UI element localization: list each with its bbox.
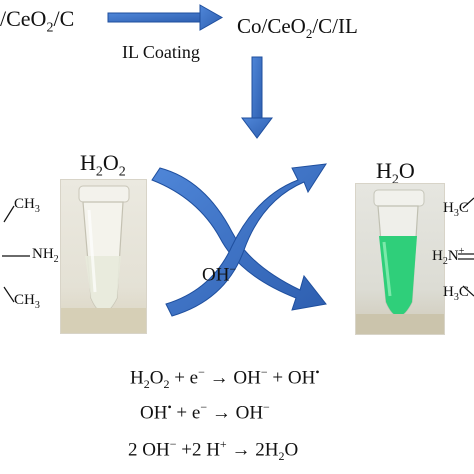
left-tube-photo	[60, 179, 147, 334]
left-material-label: /CeO2/C	[0, 6, 75, 36]
equation-3: 2 OH− +2 H+ → 2H2O	[128, 437, 299, 464]
left-molecule-bonds	[2, 205, 30, 303]
right-tube-photo	[355, 183, 445, 335]
left-molecule-bottom: CH3	[14, 292, 40, 311]
right-molecule-bonds	[458, 197, 474, 297]
process-label: IL Coating	[122, 42, 200, 62]
catalyst-label: OH−	[202, 262, 237, 286]
coating-arrow	[107, 4, 224, 31]
right-molecule-mid: H2N+	[432, 246, 465, 267]
left-tube-drawing	[61, 185, 146, 333]
equation-2: OH• + e− → OH−	[140, 400, 270, 424]
right-molecule-top: H3C	[443, 200, 469, 219]
right-molecule-bottom: H3C	[443, 284, 469, 303]
right-material-label: Co/CeO2/C/IL	[237, 14, 358, 42]
reactant-label: H2O2	[80, 150, 126, 180]
left-molecule-top: CH3	[14, 196, 40, 215]
right-tube-drawing	[356, 189, 444, 334]
left-molecule-mid: NH2	[32, 246, 59, 265]
down-arrow	[241, 56, 273, 139]
product-label: H2O	[376, 158, 415, 188]
equation-1: H2O2 + e− → OH− + OH•	[130, 365, 320, 392]
crossing-arrows	[151, 163, 327, 317]
